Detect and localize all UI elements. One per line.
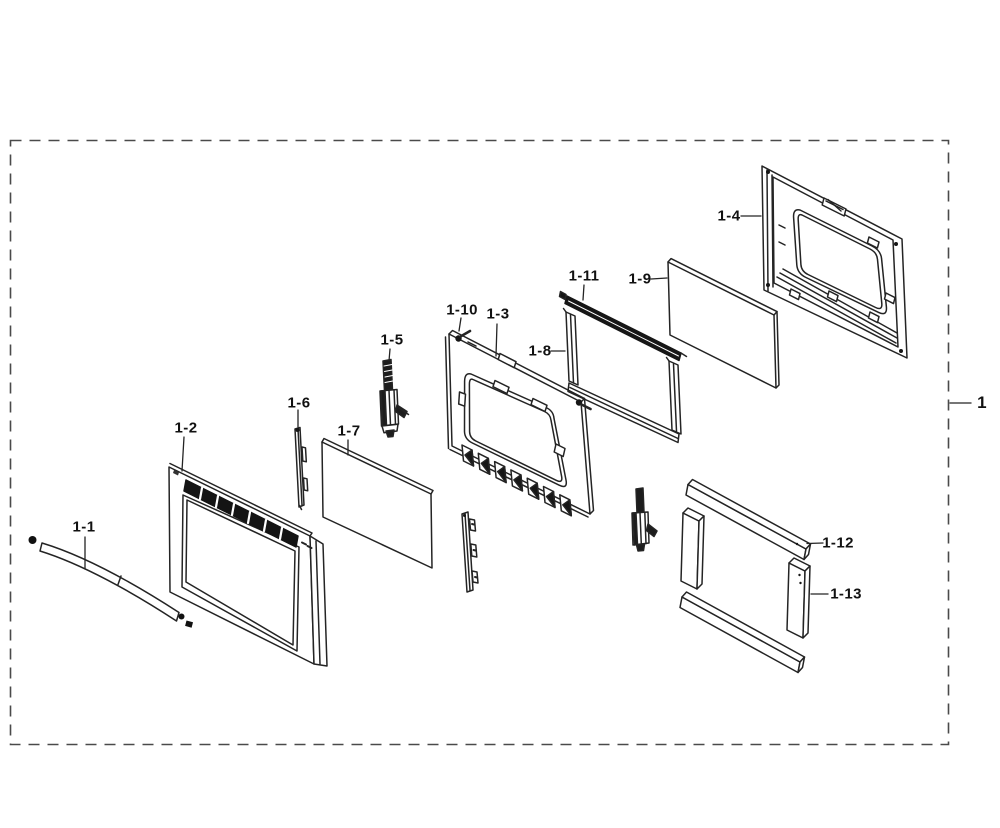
callout-1-7: 1-7 [337, 422, 361, 440]
leader-1-2 [181, 436, 185, 472]
vent-slot-band [183, 479, 299, 548]
callout-1-8: 1-8 [528, 342, 552, 360]
brand-mark [173, 470, 179, 476]
leader-lines [84, 215, 972, 595]
part-1-3-door-inner-panel [444, 329, 595, 518]
callout-1-9: 1-9 [628, 270, 652, 288]
vent-tabs [461, 444, 573, 517]
callout-1-1: 1-1 [72, 518, 96, 536]
leader-1-11 [582, 284, 585, 301]
callout-1-13: 1-13 [830, 585, 862, 603]
part-1-4-door-rear-frame [761, 165, 908, 359]
part-1-5-screw-pin [379, 358, 410, 438]
callout-1-6: 1-6 [287, 394, 311, 412]
bracket-unlabeled [461, 511, 479, 593]
part-1-12-spacer-bar-top [685, 478, 812, 561]
part-1-6-side-trim [294, 426, 309, 511]
callout-assembly-1: 1 [977, 393, 987, 412]
part-1-11-top-seal-strip [558, 290, 688, 362]
leader-1-5 [388, 348, 391, 362]
callout-1-12: 1-12 [822, 534, 854, 552]
part-1-9-middle-glass [667, 257, 780, 389]
part-1-8-glass-frame [562, 307, 682, 444]
screw-pin-unlabeled [631, 487, 658, 552]
part-1-1-handle [28, 536, 193, 628]
callout-1-11: 1-11 [568, 267, 600, 285]
hinge-pin-right [575, 399, 592, 411]
part-1-7-inner-glass [321, 437, 434, 569]
part-1-13-spacer-bar-right [786, 557, 811, 639]
callout-1-3: 1-3 [486, 305, 510, 323]
callout-1-4: 1-4 [717, 207, 741, 225]
leader-1-10 [458, 317, 462, 332]
part-1-2-door-outer-panel [168, 462, 328, 667]
diagram-boundary [9, 139, 950, 746]
spacer-bar-left [680, 507, 705, 590]
part-1-10-hinge-pin [455, 329, 472, 342]
spacer-bar-bottom [679, 591, 806, 674]
leader-1-9 [650, 277, 668, 280]
leader-1-3 [495, 323, 498, 357]
leader-1-12 [806, 542, 824, 545]
callout-1-2: 1-2 [174, 419, 198, 437]
callout-1-10: 1-10 [446, 301, 478, 319]
callout-1-5: 1-5 [380, 331, 404, 349]
